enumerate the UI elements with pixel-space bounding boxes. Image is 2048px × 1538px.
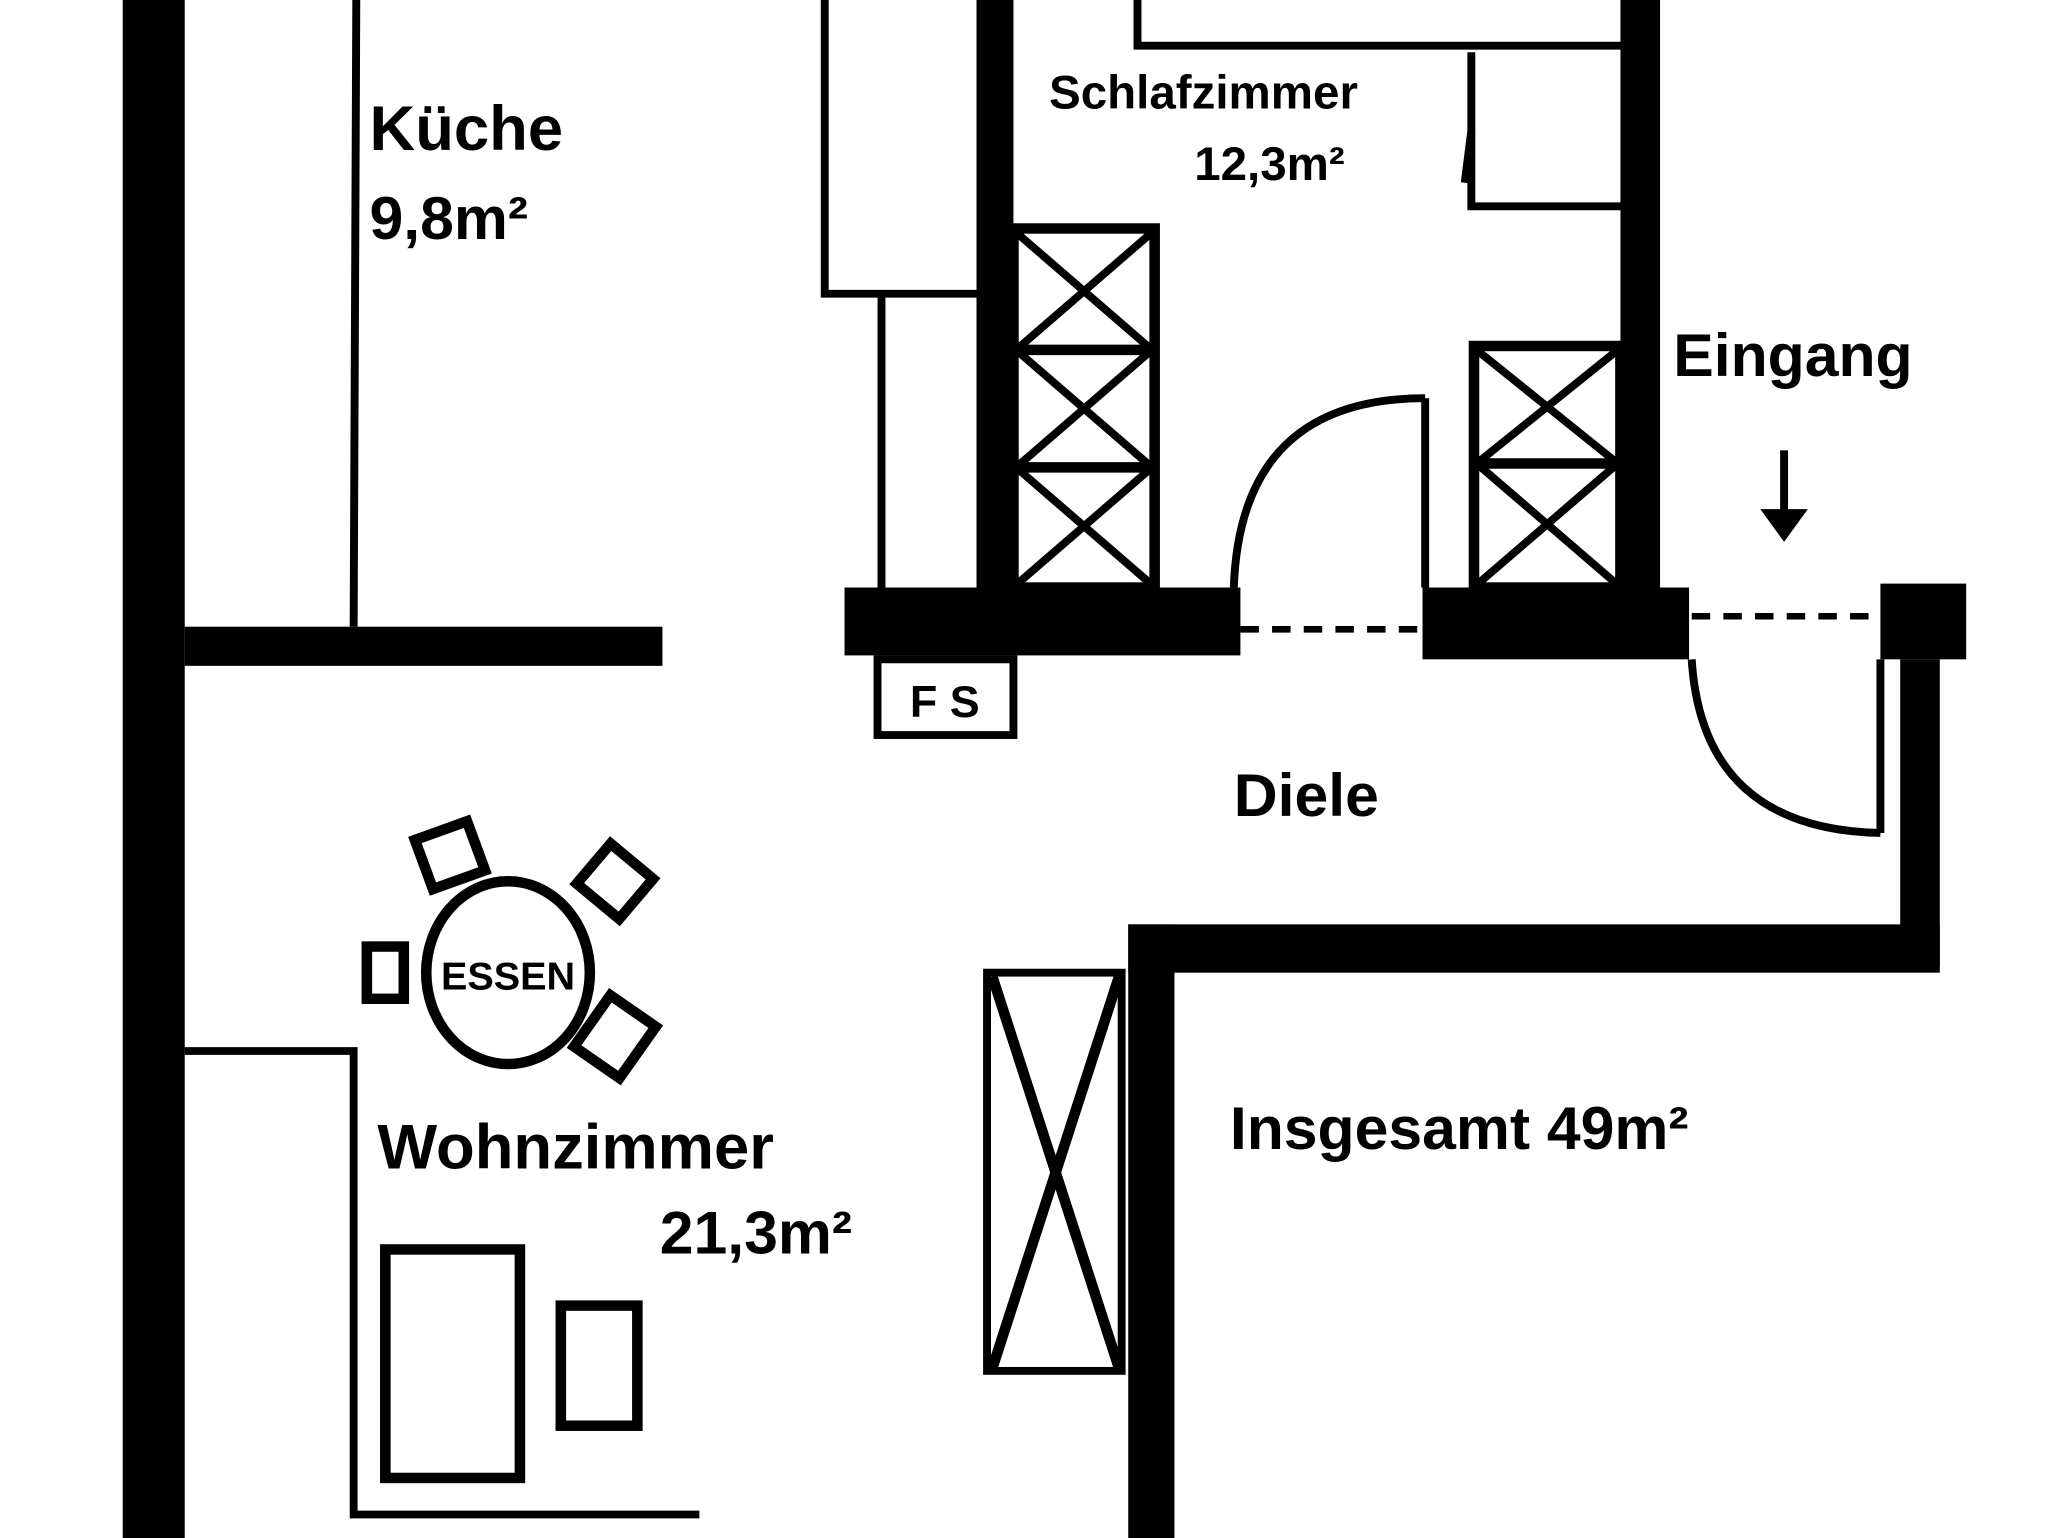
sofa	[380, 1244, 526, 1484]
left-outer-wall	[122, 0, 185, 1538]
kitchen-living-wall	[184, 626, 663, 666]
hall-wall-right	[1422, 587, 1690, 660]
armchair	[555, 1300, 643, 1431]
total-area: Insgesamt 49m²	[1230, 1094, 1689, 1162]
bedroom-bed	[1133, 0, 1624, 50]
entrance-arrow-icon	[1760, 450, 1808, 542]
hall-bottom-wall	[1128, 924, 1940, 973]
bedroom-door	[1229, 394, 1430, 633]
hall-wardrobe	[1468, 340, 1626, 593]
bedroom-name: Schlafzimmer	[1049, 67, 1358, 120]
bedroom-closet	[1467, 52, 1624, 211]
kitchen-cabinet	[820, 0, 977, 298]
bedroom-wardrobe	[1008, 223, 1160, 593]
kitchen-name: Küche	[369, 94, 563, 164]
fuse-box-label: F S	[910, 678, 980, 727]
bedroom-right-wall	[1620, 0, 1661, 595]
kitchen-area: 9,8m²	[369, 184, 528, 252]
living-wardrobe	[983, 968, 1126, 1375]
living-name: Wohnzimmer	[377, 1113, 773, 1183]
hall-wall-left	[844, 587, 1241, 656]
walls	[122, 0, 1967, 1538]
bedroom-left-wall	[976, 0, 1014, 595]
hall-right-wall	[1900, 659, 1940, 967]
dining-label: ESSEN	[441, 955, 575, 999]
entrance-pillar	[1880, 583, 1967, 660]
entrance-door	[1687, 612, 1885, 837]
hall-label: Diele	[1234, 761, 1379, 829]
fuse-box	[873, 655, 1018, 739]
fixtures	[184, 0, 1885, 1519]
room-labels: Küche 9,8m² Schlafzimmer 12,3m² Eingang …	[369, 67, 1912, 1267]
dining-table	[361, 814, 664, 1086]
living-sideboard	[184, 1047, 700, 1519]
living-area: 21,3m²	[660, 1199, 852, 1267]
living-right-wall	[1128, 924, 1175, 1538]
entrance-label: Eingang	[1673, 321, 1912, 389]
bedroom-area: 12,3m²	[1194, 138, 1345, 191]
